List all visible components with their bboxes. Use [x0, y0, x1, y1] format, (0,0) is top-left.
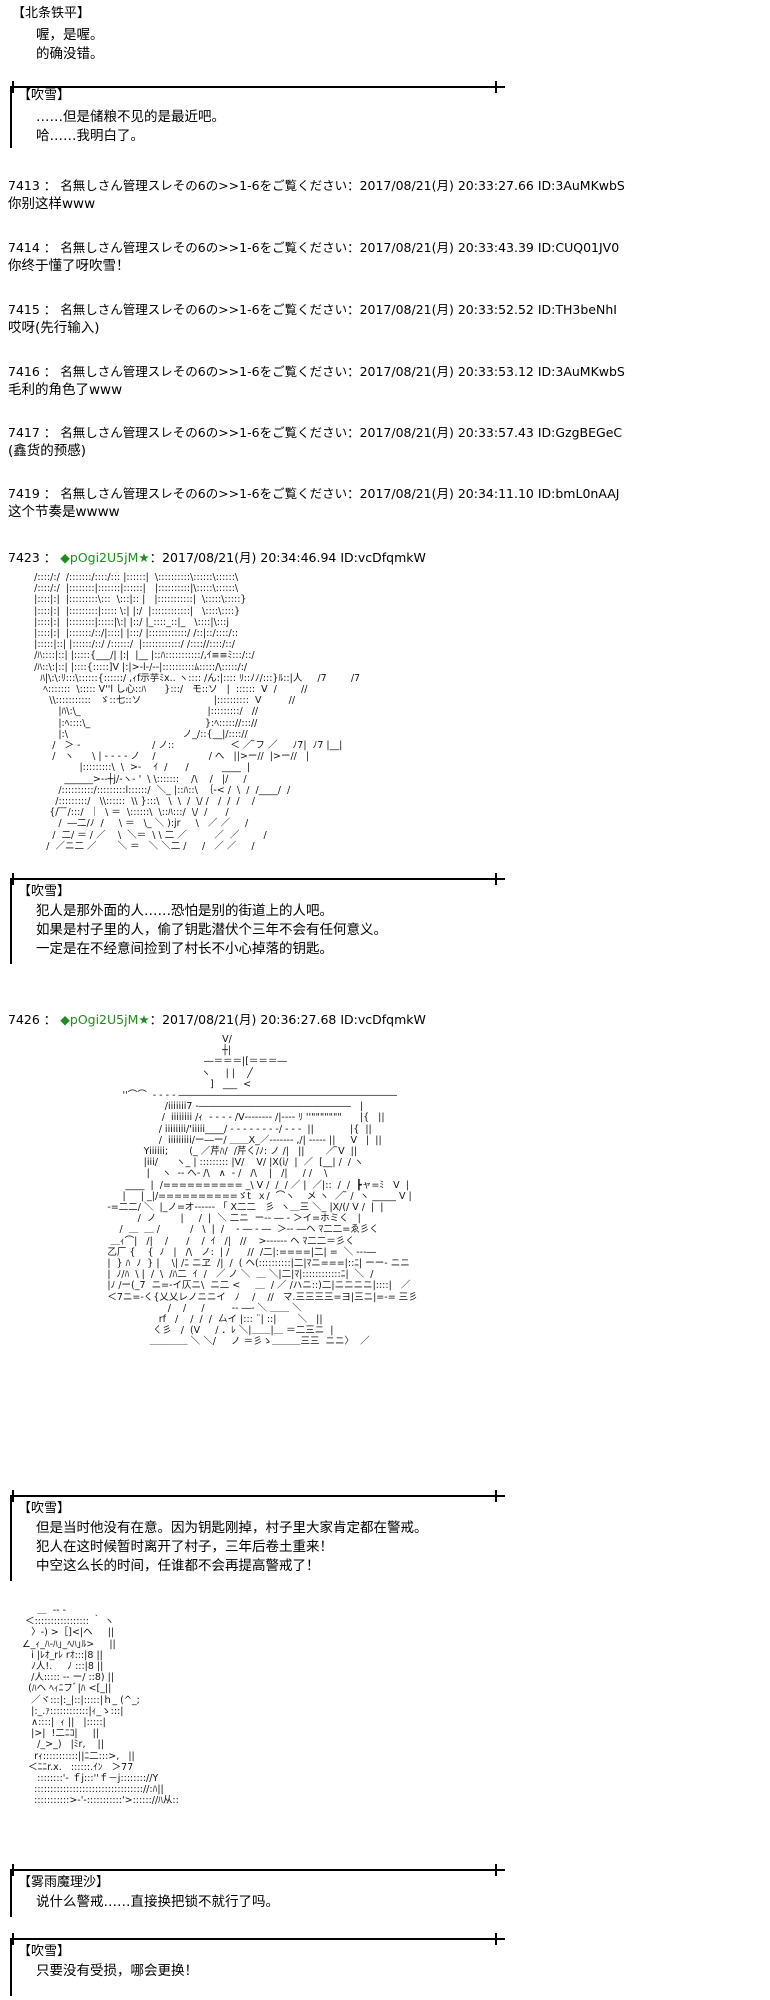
- divider-tick: [12, 1490, 14, 1502]
- post-text: 这个节奏是wwww: [8, 504, 120, 520]
- speaker-label: 【吹雪】: [18, 88, 71, 103]
- comment-post: 7416 ： 名無しさん管理スレその6の>>1-6をご覧ください：2017/08…: [8, 362, 748, 400]
- dialogue-line: 喔，是喔。: [36, 27, 104, 43]
- post-text: 毛利的角色了www: [8, 382, 123, 398]
- box-left-border: [10, 1940, 12, 1996]
- star-icon: ★: [138, 550, 150, 565]
- box-left-border: [10, 1871, 12, 1917]
- comment-post: 7415 ： 名無しさん管理スレその6の>>1-6をご覧ください：2017/08…: [8, 300, 748, 338]
- comment-post: 7414 ： 名無しさん管理スレその6の>>1-6をご覧ください：2017/08…: [8, 238, 748, 276]
- post-meta: 7413 ： 名無しさん管理スレその6の>>1-6をご覧ください：2017/08…: [8, 178, 625, 193]
- dialogue-box-2: 【吹雪】 ……但是储粮不见的是最近吧。 哈……我明白了。: [10, 88, 505, 158]
- post-date-id: ：2017/08/21(月) 20:36:27.68 ID:vcDfqmkW: [149, 1012, 426, 1027]
- post-number: 7423 ：: [8, 550, 61, 565]
- post-meta: 7415 ： 名無しさん管理スレその6の>>1-6をご覧ください：2017/08…: [8, 302, 617, 317]
- dialogue-box-1: 【北条铁平】 喔，是喔。 的确没错。: [10, 6, 505, 93]
- divider-tick: [495, 81, 497, 93]
- divider-tick: [12, 1933, 14, 1945]
- star-icon: ★: [138, 1012, 150, 1027]
- dialogue-line: 说什么警戒……直接换把锁不就行了吗。: [36, 1894, 279, 1910]
- post-meta: 7414 ： 名無しさん管理スレその6の>>1-6をご覧ください：2017/08…: [8, 240, 620, 255]
- divider-tick: [495, 1933, 497, 1945]
- box-left-border: [10, 88, 12, 148]
- divider-tick: [495, 1864, 497, 1876]
- post-text: 你终于懂了呀吹雪！: [8, 258, 130, 274]
- dialogue-line: 但是当时他没有在意。因为钥匙刚掉，村子里大家肯定都在警戒。: [36, 1520, 428, 1536]
- divider-line: [10, 1495, 505, 1497]
- speaker-label: 【雾雨魔理沙】: [18, 1875, 110, 1890]
- author-post-header: 7423 ： ◆pOgi2U5jM★：2017/08/21(月) 20:34:4…: [8, 548, 748, 567]
- author-post-header: 7426 ： ◆pOgi2U5jM★：2017/08/21(月) 20:36:2…: [8, 1010, 748, 1029]
- dialogue-line: 哈……我明白了。: [36, 128, 144, 144]
- divider-tick: [495, 1490, 497, 1502]
- divider-tick: [12, 873, 14, 885]
- post-text: (鑫货的预感): [8, 443, 87, 459]
- dialogue-box-6: 【吹雪】 只要没有受损，哪会更换！: [10, 1933, 505, 1998]
- divider-line: [10, 878, 505, 880]
- dialogue-line: 只要没有受损，哪会更换！: [36, 1963, 198, 1979]
- comment-post: 7417 ： 名無しさん管理スレその6の>>1-6をご覧ください：2017/08…: [8, 423, 748, 461]
- author-trip: ◆pOgi2U5jM: [60, 550, 139, 565]
- post-text: 哎呀(先行输入): [8, 320, 100, 336]
- dialogue-box-5: 【雾雨魔理沙】 说什么警戒……直接换把锁不就行了吗。: [10, 1864, 505, 1939]
- box-left-border: [10, 1497, 12, 1581]
- comment-post: 7413 ： 名無しさん管理スレその6の>>1-6をご覧ください：2017/08…: [8, 176, 748, 214]
- dialogue-line: 犯人在这时候暂时离开了村子，三年后卷土重来！: [36, 1539, 333, 1555]
- divider-tick: [495, 873, 497, 885]
- dialogue-line: 如果是村子里的人，偷了钥匙潜伏个三年不会有任何意义。: [36, 922, 387, 938]
- box-left-border: [10, 880, 12, 964]
- post-text: 你别这样www: [8, 196, 96, 212]
- divider-line: [10, 1869, 505, 1871]
- post-meta: 7419 ： 名無しさん管理スレその6の>>1-6をご覧ください：2017/08…: [8, 486, 620, 501]
- speaker-label: 【吹雪】: [18, 884, 71, 899]
- speaker-label: 【吹雪】: [18, 1501, 71, 1516]
- post-number: 7426 ：: [8, 1012, 61, 1027]
- dialogue-line: ……但是储粮不见的是最近吧。: [36, 109, 225, 125]
- ascii-art-character: ＿ ‐‐ ‐ ＜::::::::::::::::: ｀ ヽ 〉‐) >［]<|ヘ…: [22, 1605, 179, 1807]
- divider-line: [10, 86, 505, 88]
- ascii-art-scene-2: V/ ┼| ―＝＝＝|[＝＝＝― ヽ | | ╱: [107, 1034, 418, 1348]
- speaker-label: 【吹雪】: [18, 1944, 71, 1959]
- dialogue-line: 的确没错。: [36, 46, 104, 62]
- comment-post: 7419 ： 名無しさん管理スレその6の>>1-6をご覧ください：2017/08…: [8, 484, 748, 522]
- divider-tick: [12, 81, 14, 93]
- dialogue-line: 一定是在不经意间捡到了村长不小心掉落的钥匙。: [36, 941, 333, 957]
- dialogue-line: 中空这么长的时间，任谁都不会再提高警戒了！: [36, 1558, 320, 1574]
- dialogue-line: 犯人是那外面的人……恐怕是别的街道上的人吧。: [36, 903, 333, 919]
- post-meta: 7417 ： 名無しさん管理スレその6の>>1-6をご覧ください：2017/08…: [8, 425, 623, 440]
- post-date-id: ：2017/08/21(月) 20:34:46.94 ID:vcDfqmkW: [149, 550, 426, 565]
- dialogue-box-3: 【吹雪】 犯人是那外面的人……恐怕是别的街道上的人吧。 如果是村子里的人，偷了钥…: [10, 873, 505, 998]
- post-meta: 7416 ： 名無しさん管理スレその6の>>1-6をご覧ください：2017/08…: [8, 364, 625, 379]
- divider-line: [10, 1938, 505, 1940]
- dialogue-box-4: 【吹雪】 但是当时他没有在意。因为钥匙刚掉，村子里大家肯定都在警戒。 犯人在这时…: [10, 1490, 505, 1620]
- speaker-label: 【北条铁平】: [12, 6, 91, 21]
- author-trip: ◆pOgi2U5jM: [60, 1012, 139, 1027]
- ascii-art-scene-1: /::::/:/ /:::::::/::::/::: |::::::| \:::…: [34, 572, 361, 852]
- divider-tick: [12, 1864, 14, 1876]
